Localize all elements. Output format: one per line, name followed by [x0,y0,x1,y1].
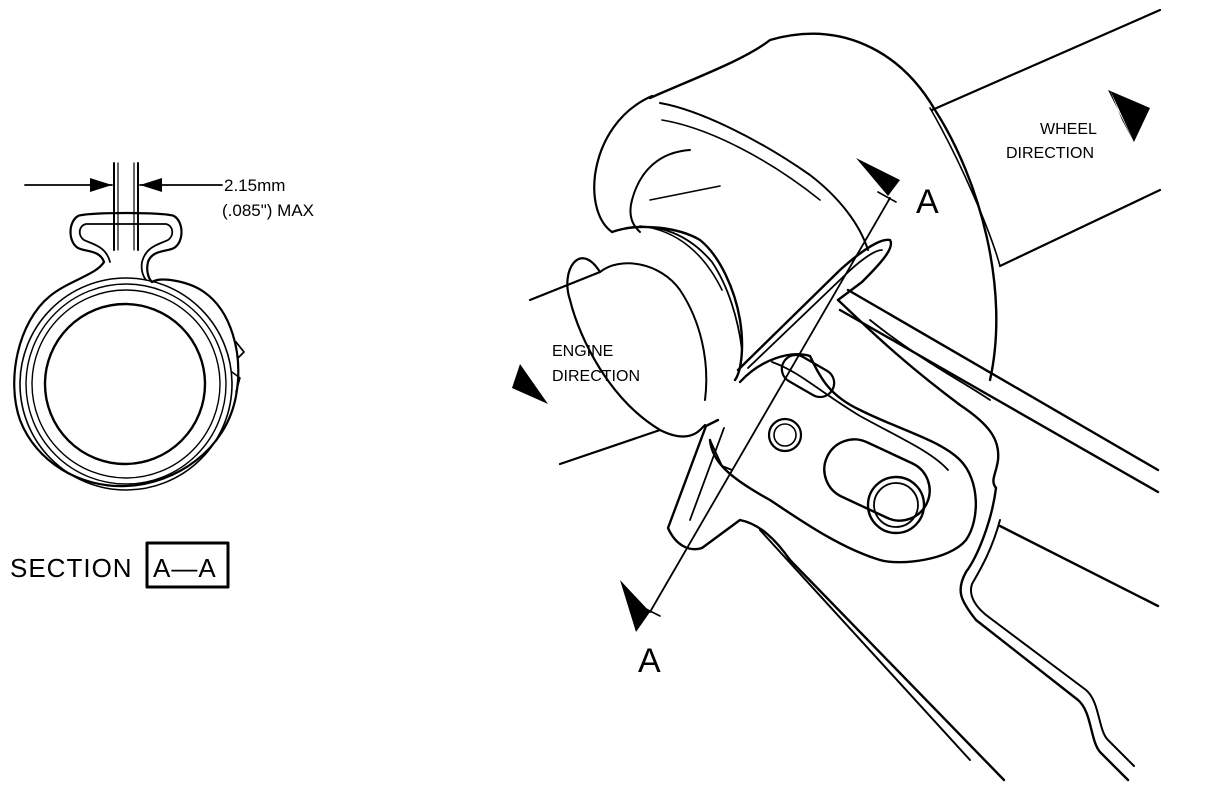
arrow-markers [512,90,1150,632]
pincer-slot [780,353,836,399]
pincer-small-pivot-inner [773,423,797,447]
wheel-shaft-bottom-edge [998,188,1162,268]
clamp-band-on-boot [610,225,744,382]
clamp-band-ring-1 [19,277,233,491]
clamp-ear-inner [78,223,174,281]
clamp-ear-outer [69,211,183,284]
clamp-band-ring-2 [25,283,227,485]
section-cut-tick-top [877,191,897,203]
engine-shaft-end [566,257,707,438]
clamp-band-outer [13,260,240,488]
pincer-lower-jaw-inner [689,427,725,521]
pincer-lower-handle-top [788,558,1006,782]
dimension-metric-label: 2.15mm [224,176,285,195]
section-arrow-bottom-icon [620,580,650,632]
pincer-upper-handle-top [846,288,1160,472]
pincer-lower-arm [959,486,1130,782]
engine-direction-arrow-icon [512,364,548,404]
section-cut-line [649,197,891,613]
engine-shaft-collar [599,262,708,401]
clamp-band-ring-3 [31,289,221,479]
pincer-main-pivot-inner [873,482,919,528]
dimension-arrow-right-icon [140,178,162,192]
main-view [528,8,1162,782]
pincer-lower-handle-bottom [759,529,971,761]
boot-convolution-rim-2 [661,119,821,201]
dimension-imperial-label: (.085") MAX [222,201,314,220]
boot-tube-section [43,302,207,466]
clamp-tab [235,341,245,359]
clamp-ear-crimped [736,238,893,372]
boot-convolution-outer [593,94,654,234]
pincer-small-pivot [767,417,803,453]
pincer-upper-jaw [836,298,1000,490]
dimension-arrow-left-icon [90,178,112,192]
section-cut-label-top: A [916,183,939,221]
section-cut-label-bottom: A [638,642,661,680]
pincer-jaw-plate-inner [771,361,949,471]
boot-inner-lip [629,149,691,233]
section-id-label: A—A [153,553,217,583]
clamp-tab-lower [231,371,241,393]
clamp-ear-crimped-inner [747,249,883,369]
wheel-shaft-top-edge [930,8,1162,112]
wheel-direction-label-line2: DIRECTION [1006,145,1094,162]
pincer-upper-handle-inner [869,319,991,401]
boot-outer-face [648,32,998,382]
pincer-right-arm-top [998,524,1160,608]
engine-direction-label-line2: DIRECTION [552,368,640,385]
section-arrow-top-icon [856,158,900,196]
section-id-box [145,541,230,589]
pincer-lower-arm-inner [970,519,1135,767]
section-word-label: SECTION [10,553,133,583]
wheel-direction-label-line1: WHEEL [1040,121,1097,138]
pincer-jaw-plate [708,353,977,564]
wheel-direction-arrow-icon [1108,90,1150,142]
engine-shaft-top-edge [528,270,602,302]
pincer-pivot-slot [823,438,931,522]
clamp-band-on-boot-3 [639,225,723,291]
pincer-lower-jaw [666,418,792,562]
boot-convolution-rim [659,102,869,251]
pincer-main-pivot [866,475,926,535]
engine-direction-label-line1: ENGINE [552,343,613,360]
pincer-upper-handle-bottom [838,308,1160,494]
engine-shaft-bottom-edge [558,428,662,466]
clamp-band-on-boot-2 [625,225,743,351]
boot-inner-lip-2 [649,185,721,201]
boot-outer-face-inner [929,107,1001,267]
pincer-lower-jaw-notch [709,439,733,471]
section-view [13,162,245,589]
